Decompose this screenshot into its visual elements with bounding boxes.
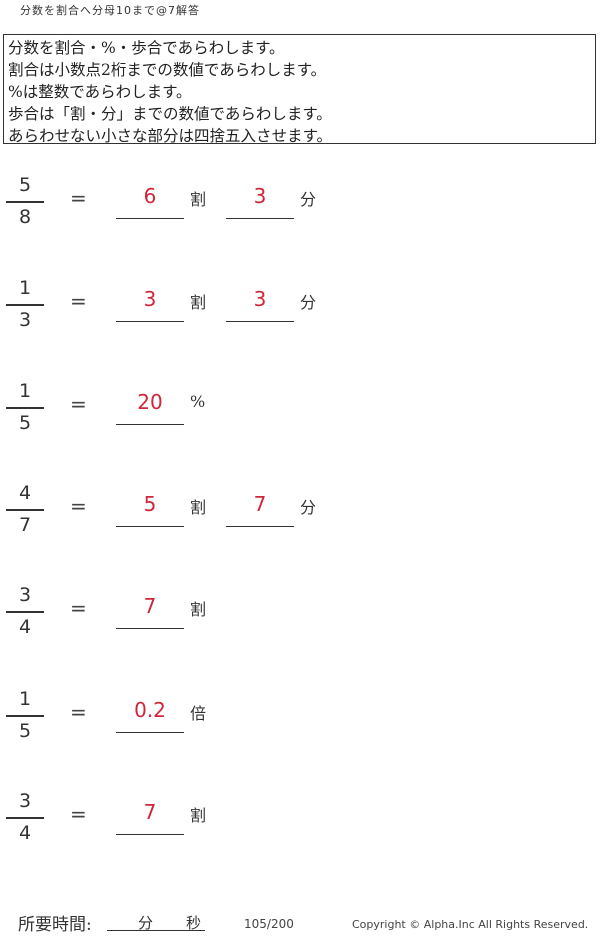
problem-2: 1 3 = 3 割 3 分	[0, 277, 600, 347]
problem-1: 5 8 = 6 割 3 分	[0, 174, 600, 244]
problem-7: 3 4 = 7 割	[0, 790, 600, 860]
answer-line-1	[116, 628, 184, 630]
time-answer-line	[107, 930, 205, 932]
answer-1: 7	[143, 594, 157, 618]
answer-line-1	[116, 321, 184, 323]
fraction-denominator: 7	[18, 514, 32, 536]
equals-sign: =	[70, 596, 87, 620]
answer-1: 5	[143, 492, 157, 516]
fraction-denominator: 5	[18, 720, 32, 742]
fraction-numerator: 3	[18, 584, 32, 606]
fraction-denominator: 3	[18, 309, 32, 331]
instructions-box: 分数を割合・%・歩合であらわします。 割合は小数点2桁までの数値であらわします。…	[3, 34, 596, 145]
unit-2: 分	[300, 498, 317, 517]
fraction-numerator: 1	[18, 688, 32, 710]
problem-4: 4 7 = 5 割 7 分	[0, 482, 600, 552]
minutes-unit: 分	[138, 914, 154, 932]
fraction-denominator: 4	[18, 822, 32, 844]
problem-6: 1 5 = 0.2 倍	[0, 688, 600, 758]
answer-line-1	[116, 218, 184, 220]
answer-line-1	[116, 424, 184, 426]
unit-1: 割	[190, 806, 207, 825]
fraction-bar	[6, 817, 44, 819]
instruction-line: 歩合は「割・分」までの数値であらわします。	[8, 105, 332, 123]
equals-sign: =	[70, 289, 87, 313]
fraction-numerator: 4	[18, 482, 32, 504]
time-required-label: 所要時間:	[18, 915, 92, 935]
fraction-denominator: 4	[18, 616, 32, 638]
problem-5: 3 4 = 7 割	[0, 584, 600, 654]
answer-line-2	[226, 321, 294, 323]
fraction-denominator: 5	[18, 412, 32, 434]
answer-2: 3	[253, 287, 267, 311]
fraction-bar	[6, 407, 44, 409]
fraction-bar	[6, 611, 44, 613]
unit-1: 倍	[190, 704, 207, 723]
equals-sign: =	[70, 494, 87, 518]
answer-1: 20	[137, 390, 163, 414]
fraction-bar	[6, 201, 44, 203]
instruction-line: 割合は小数点2桁までの数値であらわします。	[8, 61, 327, 79]
equals-sign: =	[70, 186, 87, 210]
fraction-numerator: 5	[18, 174, 32, 196]
unit-2: 分	[300, 293, 317, 312]
instruction-line: あらわせない小さな部分は四捨五入させます。	[8, 127, 332, 145]
copyright-notice: Copyright © Alpha.Inc All Rights Reserve…	[352, 918, 589, 931]
unit-1: 割	[190, 293, 207, 312]
answer-1: 6	[143, 184, 157, 208]
equals-sign: =	[70, 802, 87, 826]
fraction-numerator: 3	[18, 790, 32, 812]
problem-3: 1 5 = 20 %	[0, 380, 600, 450]
unit-2: 分	[300, 190, 317, 209]
unit-1: %	[190, 392, 206, 411]
fraction-bar	[6, 304, 44, 306]
seconds-unit: 秒	[186, 914, 202, 932]
instruction-line: 分数を割合・%・歩合であらわします。	[8, 39, 285, 57]
answer-2: 7	[253, 492, 267, 516]
instruction-line: %は整数であらわします。	[8, 83, 192, 101]
answer-1: 3	[143, 287, 157, 311]
unit-1: 割	[190, 190, 207, 209]
answer-line-1	[116, 732, 184, 734]
fraction-bar	[6, 509, 44, 511]
fraction-bar	[6, 715, 44, 717]
answer-1: 7	[143, 800, 157, 824]
fraction-denominator: 8	[18, 206, 32, 228]
equals-sign: =	[70, 392, 87, 416]
answer-1: 0.2	[134, 698, 166, 722]
unit-1: 割	[190, 600, 207, 619]
fraction-numerator: 1	[18, 380, 32, 402]
page-number: 105/200	[244, 917, 294, 931]
worksheet-title: 分数を割合へ分母10まで@7解答	[20, 4, 200, 17]
answer-2: 3	[253, 184, 267, 208]
answer-line-1	[116, 834, 184, 836]
unit-1: 割	[190, 498, 207, 517]
answer-line-2	[226, 526, 294, 528]
answer-line-2	[226, 218, 294, 220]
equals-sign: =	[70, 700, 87, 724]
answer-line-1	[116, 526, 184, 528]
fraction-numerator: 1	[18, 277, 32, 299]
